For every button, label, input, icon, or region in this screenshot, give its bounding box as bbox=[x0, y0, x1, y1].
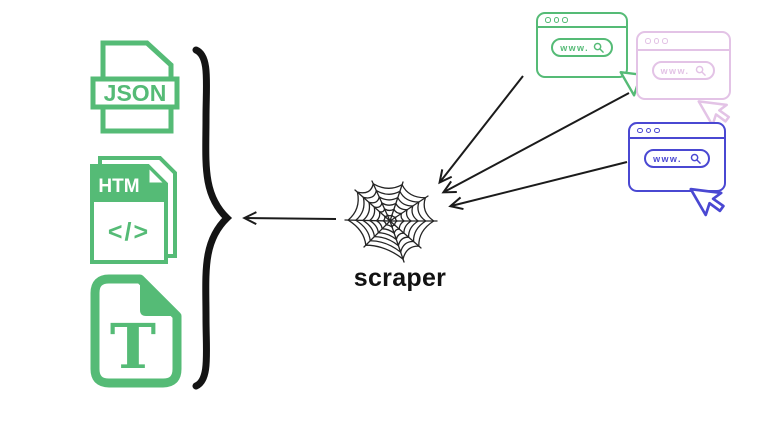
window-dot-icon bbox=[662, 38, 668, 44]
search-icon bbox=[690, 153, 701, 164]
window-dot-icon bbox=[553, 17, 559, 23]
address-bar: www. bbox=[651, 61, 716, 80]
arrow-pink-browser-to-web bbox=[441, 92, 630, 194]
code-glyph: </> bbox=[108, 218, 150, 246]
address-bar: www. bbox=[551, 38, 613, 57]
browser-titlebar bbox=[538, 14, 626, 28]
address-text: www. bbox=[560, 42, 589, 53]
browser-titlebar bbox=[630, 124, 724, 139]
blue-browser-window: www. bbox=[628, 122, 726, 217]
green-browser-window: www. bbox=[536, 12, 652, 97]
address-text: www. bbox=[660, 65, 690, 76]
window-dot-icon bbox=[637, 127, 643, 134]
arrow-web-to-outputs bbox=[242, 211, 337, 226]
address-bar: www. bbox=[644, 149, 710, 168]
window-dot-icon bbox=[545, 17, 551, 23]
htm-label: HTM bbox=[98, 176, 139, 197]
window-dot-icon bbox=[645, 38, 651, 44]
window-dot-icon bbox=[562, 17, 568, 23]
json-file-icon: JSON bbox=[90, 40, 180, 134]
window-dot-icon bbox=[654, 127, 660, 134]
text-letter: T bbox=[110, 310, 156, 383]
window-dot-icon bbox=[645, 127, 651, 134]
address-text: www. bbox=[653, 153, 682, 164]
spider-web-icon bbox=[344, 180, 438, 263]
search-icon bbox=[593, 42, 604, 53]
html-file-icon: HTM </> bbox=[90, 156, 177, 264]
scraper-label: scraper bbox=[353, 264, 447, 292]
curly-brace bbox=[192, 46, 233, 390]
search-icon bbox=[696, 65, 707, 76]
text-file-icon: T bbox=[90, 274, 182, 388]
browser-titlebar bbox=[638, 33, 729, 51]
arrow-green-browser-to-web bbox=[438, 75, 524, 185]
arrow-blue-browser-to-web bbox=[448, 161, 628, 211]
pink-browser-window: www. bbox=[636, 31, 731, 127]
json-label: JSON bbox=[104, 80, 167, 106]
window-dot-icon bbox=[653, 38, 659, 44]
cursor-icon bbox=[689, 187, 725, 217]
